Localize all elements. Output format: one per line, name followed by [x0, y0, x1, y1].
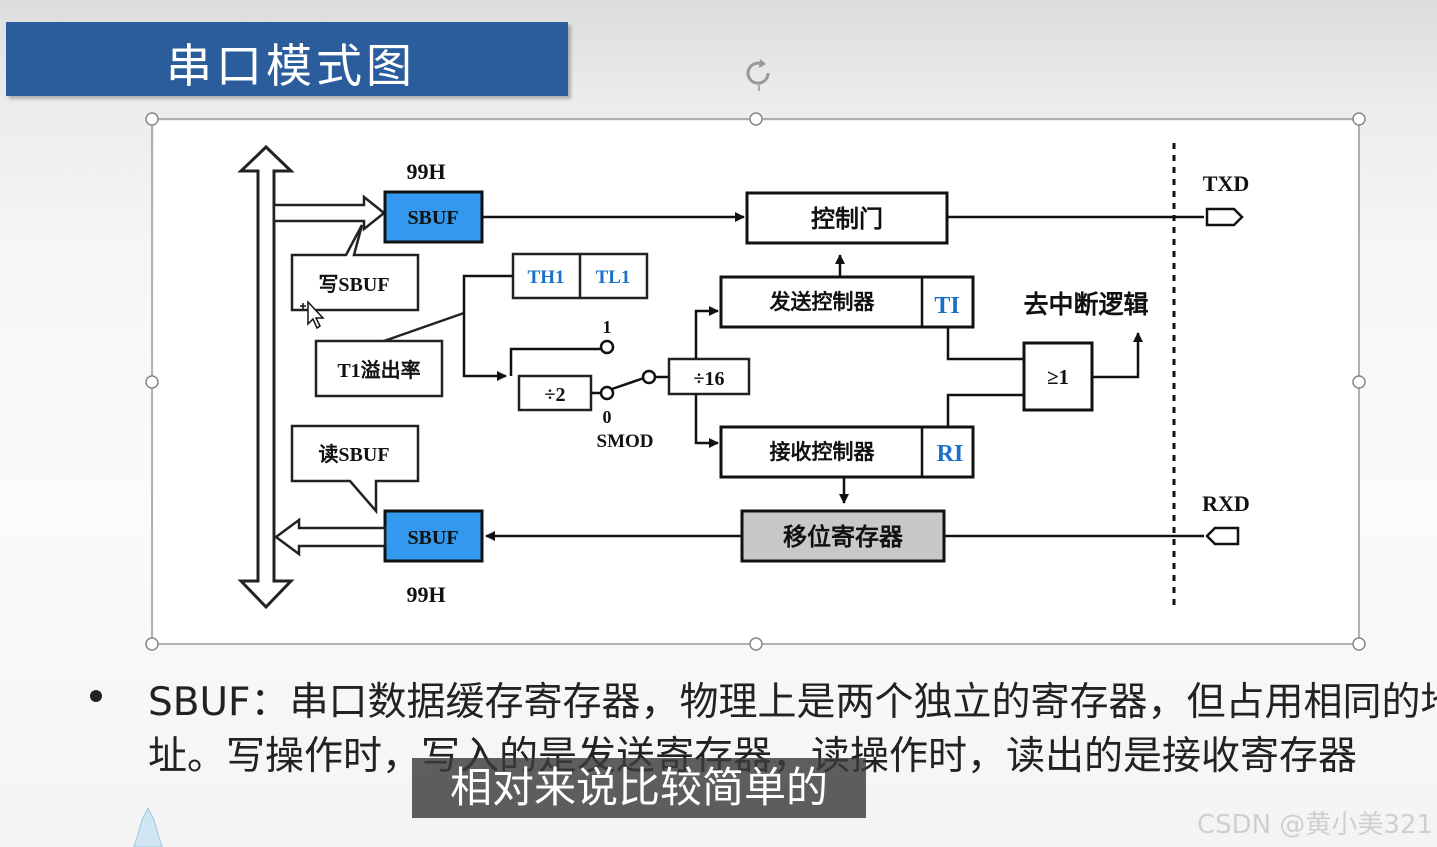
- read-sbuf-label: 读SBUF: [318, 442, 389, 466]
- div2-label: ÷2: [545, 384, 566, 406]
- sbuf-top-label: SBUF: [407, 207, 458, 229]
- resize-handle-bottom-right[interactable]: [1352, 637, 1366, 651]
- div16-box: [667, 357, 751, 396]
- switch-terminal-1: [599, 339, 615, 355]
- move-cursor-icon: [300, 300, 325, 330]
- diagram-canvas: 99H SBUF 写SBUF T1溢出率 TH1 TL1 ÷2 1 0 S: [154, 121, 1358, 643]
- slide-title: 串口模式图: [166, 39, 416, 93]
- rotate-handle-icon[interactable]: [740, 55, 776, 91]
- t1-overflow-box: [314, 339, 444, 398]
- shift-register-label: 移位寄存器: [783, 523, 904, 551]
- resize-handle-top[interactable]: [749, 112, 763, 126]
- receive-controller-label: 接收控制器: [770, 440, 876, 464]
- t1-callout-pointer: [383, 311, 465, 343]
- resize-handle-left[interactable]: [145, 375, 159, 389]
- txd-label: TXD: [1203, 171, 1249, 196]
- sbuf-bottom-address: 99H: [406, 582, 445, 607]
- video-subtitle: 相对来说比较简单的: [412, 758, 866, 818]
- sbuf-description: SBUF：串口数据缓存寄存器，物理上是两个独立的寄存器，但占用相同的地址。写操作…: [148, 680, 1437, 779]
- bus-to-sbuf-arrow: [272, 194, 387, 232]
- sbuf-bottom-label: SBUF: [407, 527, 458, 549]
- selection-frame[interactable]: [145, 112, 1366, 651]
- txd-pin-icon: [1205, 207, 1244, 227]
- div16-label: ÷16: [694, 368, 725, 390]
- timer-to-div2-line: [462, 274, 513, 381]
- ri-to-or-line: [946, 393, 1024, 427]
- switch-1-label: 1: [603, 317, 612, 337]
- data-bus-arrow: [237, 144, 295, 610]
- serial-port-diagram: 99H SBUF 写SBUF T1溢出率 TH1 TL1 ÷2 1 0 S: [237, 143, 1250, 610]
- ri-flag-label: RI: [937, 441, 964, 467]
- resize-handle-right[interactable]: [1352, 375, 1366, 389]
- csdn-watermark: CSDN @黄小美321: [1196, 810, 1433, 840]
- send-controller-label: 发送控制器: [769, 290, 876, 314]
- sbuf-transmit-box: [383, 190, 484, 244]
- ti-to-or-line: [946, 327, 1024, 361]
- resize-handle-top-right[interactable]: [1352, 112, 1366, 126]
- sbuf-receive-box: [383, 509, 484, 563]
- div16-to-receive-line: [694, 394, 719, 448]
- bullet-point-icon: [90, 690, 102, 702]
- resize-handle-bottom[interactable]: [749, 637, 763, 651]
- th1-label: TH1: [528, 267, 565, 288]
- tl1-label: TL1: [596, 267, 631, 288]
- rxd-pin-icon: [1205, 526, 1240, 546]
- sbuf-top-address: 99H: [406, 159, 445, 184]
- receive-controller-box: [719, 425, 975, 479]
- resize-handle-bottom-left[interactable]: [145, 637, 159, 651]
- send-controller-box: [719, 275, 975, 329]
- slide-title-bar: 串口模式图: [6, 22, 568, 96]
- mascot-icon: [133, 806, 163, 847]
- sbuf-to-bus-arrow: [273, 517, 387, 557]
- resize-handle-top-left[interactable]: [145, 112, 159, 126]
- t1-overflow-label: T1溢出率: [337, 358, 420, 382]
- switch-terminal-0: [599, 385, 615, 401]
- smod-switch-lever: [611, 376, 645, 391]
- control-gate-label: 控制门: [811, 205, 883, 233]
- write-sbuf-label: 写SBUF: [318, 274, 389, 296]
- smod-label: SMOD: [597, 431, 654, 452]
- selection-border: [151, 118, 1360, 645]
- interrupt-logic-label: 去中断逻辑: [1023, 290, 1148, 319]
- div16-to-send-line: [694, 306, 719, 359]
- write-sbuf-callout: 写SBUF: [290, 224, 420, 312]
- switch-0-label: 0: [603, 407, 612, 427]
- ti-flag-label: TI: [934, 293, 959, 319]
- or-gate-box: [1022, 341, 1094, 412]
- or-gate-label: ≥1: [1047, 365, 1069, 389]
- read-sbuf-callout: 读SBUF: [290, 424, 420, 515]
- or-to-interrupt-arrow: [1092, 332, 1143, 379]
- rxd-label: RXD: [1202, 491, 1250, 516]
